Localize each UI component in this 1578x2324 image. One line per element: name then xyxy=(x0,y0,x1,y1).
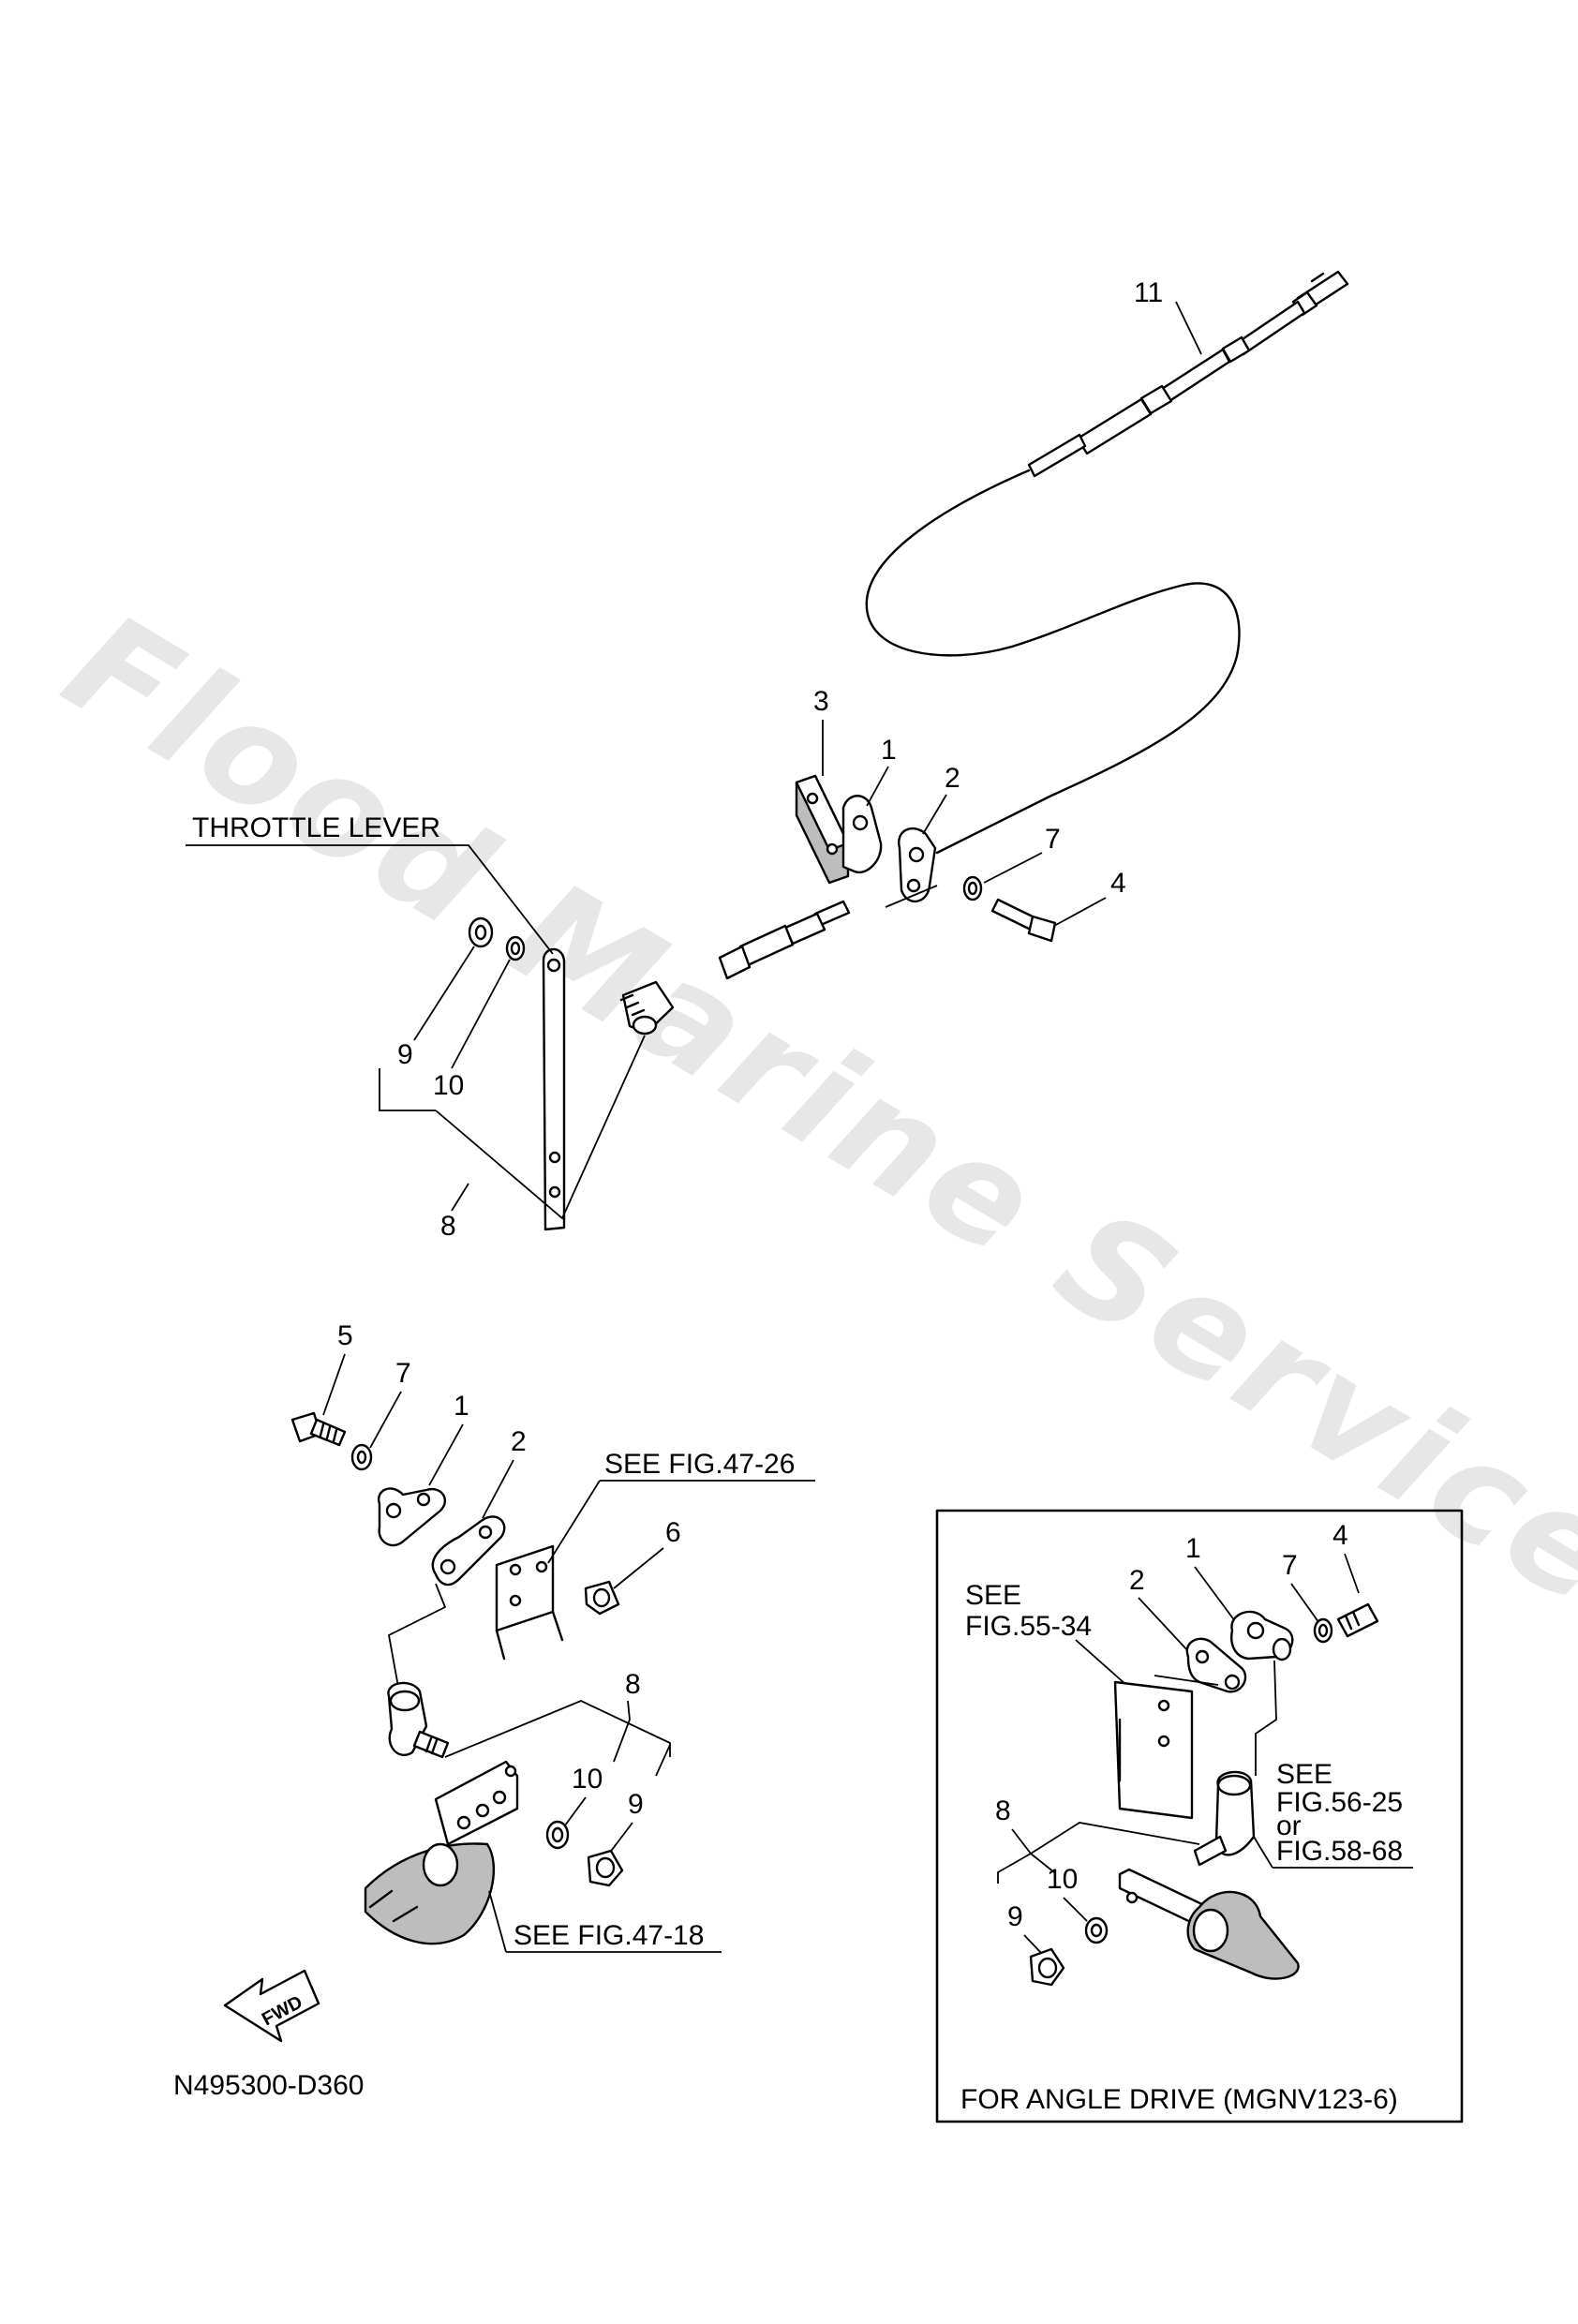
callout-4-ad: 4 xyxy=(1332,1520,1348,1551)
bracket-ad xyxy=(1113,1680,1194,1820)
callout-2-ad: 2 xyxy=(1129,1565,1145,1596)
see-fig-47-18: SEE FIG.47-18 xyxy=(514,1920,704,1951)
see-fig-47-26: SEE FIG.47-26 xyxy=(604,1449,795,1480)
see-fig-55-34-line2: FIG.55-34 xyxy=(965,1611,1092,1642)
bracket-plate-bl xyxy=(495,1544,564,1661)
see-fig-56-25-line3: or xyxy=(1276,1810,1302,1841)
angle-drive-caption: FOR ANGLE DRIVE (MGNV123-6) xyxy=(960,2084,1398,2115)
callout-10-bl: 10 xyxy=(572,1764,603,1795)
washer-7-ad xyxy=(1313,1617,1333,1644)
ball-joint xyxy=(619,980,675,1035)
angle-drive-box xyxy=(935,1509,1464,2123)
clamp-3 xyxy=(795,774,850,885)
callout-2-bl: 2 xyxy=(511,1426,527,1457)
callout-1-ad: 1 xyxy=(1185,1533,1201,1564)
throttle-lever-label: THROTTLE LEVER xyxy=(192,812,440,843)
callout-1-bl: 1 xyxy=(454,1391,469,1422)
throttle-cable-11 xyxy=(865,270,1349,855)
plate-1-bl xyxy=(377,1487,447,1547)
callout-6-bl: 6 xyxy=(665,1517,681,1548)
washer-10-top xyxy=(505,935,526,961)
fwd-arrow-icon: FWD xyxy=(223,1969,320,2043)
callout-9-ad: 9 xyxy=(1007,1901,1023,1932)
callout-8-ad: 8 xyxy=(995,1795,1011,1826)
ball-joint-ad xyxy=(1193,1770,1256,1867)
callout-11: 11 xyxy=(1134,277,1163,308)
callout-9-bl: 9 xyxy=(628,1789,644,1820)
bolt-4-top xyxy=(990,898,1057,943)
plate-1-top xyxy=(841,795,883,874)
washer-10-bl xyxy=(545,1820,570,1850)
callout-1-top: 1 xyxy=(881,735,897,766)
plate-2-bl xyxy=(431,1515,506,1587)
plate-2-ad xyxy=(1185,1637,1247,1693)
lever-8 xyxy=(542,947,566,1231)
callout-9-top: 9 xyxy=(397,1039,413,1070)
see-fig-55-34-line1: SEE xyxy=(965,1580,1021,1611)
callout-7-ad: 7 xyxy=(1282,1550,1298,1581)
callout-7-top: 7 xyxy=(1045,824,1061,855)
callout-5-bl: 5 xyxy=(337,1320,353,1351)
ball-joint-bl xyxy=(387,1681,450,1759)
see-fig-56-25-line1: SEE xyxy=(1276,1759,1332,1790)
bolt-4-ad xyxy=(1336,1602,1379,1638)
see-fig-58-68-line4: FIG.58-68 xyxy=(1276,1836,1403,1867)
callout-8-top: 8 xyxy=(440,1211,456,1242)
callout-7-bl: 7 xyxy=(395,1358,411,1389)
callout-10-ad: 10 xyxy=(1047,1864,1078,1895)
callout-4-top: 4 xyxy=(1110,868,1126,899)
nut-9-top xyxy=(468,916,494,948)
washer-7-top xyxy=(962,875,983,901)
bolt-5-bl xyxy=(290,1411,347,1447)
callout-8-bl: 8 xyxy=(625,1669,641,1700)
callout-3: 3 xyxy=(813,686,829,717)
callout-10-top: 10 xyxy=(433,1070,464,1101)
nut-9-bl xyxy=(587,1849,624,1887)
washer-7-bl xyxy=(350,1443,373,1471)
bracket-2-top xyxy=(898,827,937,902)
diagram-code: N495300-D360 xyxy=(173,2070,364,2101)
nut-6-bl xyxy=(584,1580,620,1616)
cable-end-rod xyxy=(718,900,851,980)
see-fig-56-25-line2: FIG.56-25 xyxy=(1276,1787,1403,1818)
washer-10-ad xyxy=(1084,1916,1109,1944)
callout-2-top: 2 xyxy=(945,763,960,794)
clamp-1-ad xyxy=(1230,1610,1294,1661)
nut-9-ad xyxy=(1029,1947,1065,1987)
lever-8-bl xyxy=(364,1760,519,1945)
lever-ad xyxy=(1118,1868,1300,1980)
